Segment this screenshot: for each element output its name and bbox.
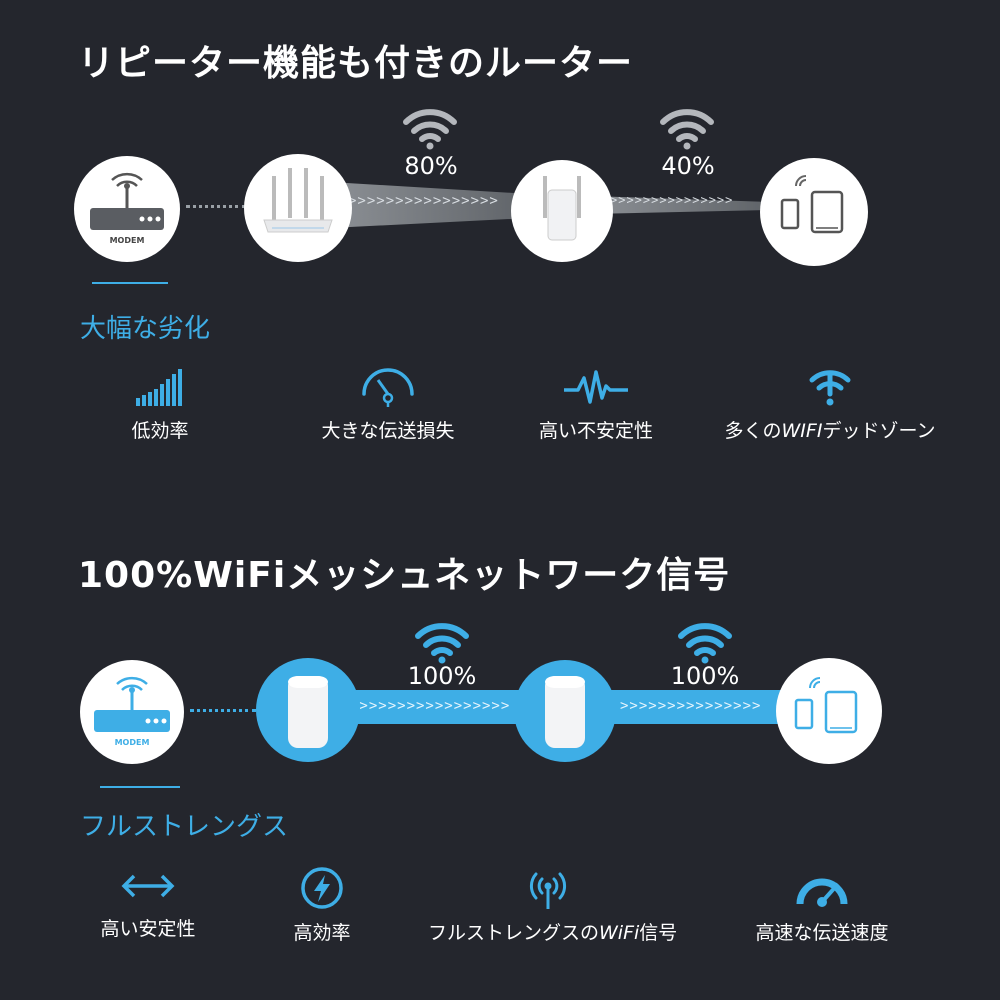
devices-circle (776, 658, 882, 764)
feature-label: 大きな伝送損失 (321, 420, 455, 442)
feature-fast-transmission: 高速な伝送速度 (702, 866, 942, 945)
devices-icon (794, 677, 858, 734)
section1-subhead: 大幅な劣化 (80, 314, 211, 344)
mesh-node-icon (288, 676, 328, 748)
feature-wifi-dead-zones: 多くのWIFIデッドゾーン (710, 368, 950, 443)
router-circle (244, 154, 352, 262)
label-part: 多くの (724, 420, 782, 442)
wifi-icon (415, 623, 469, 664)
repeater-icon (543, 176, 581, 241)
chevron-arrows: >>>>>>>>>>>>>>>>> (350, 698, 511, 714)
dotted-connector (186, 205, 246, 208)
gray-signal-band (330, 182, 770, 228)
mesh-node-icon (545, 676, 585, 748)
chevron-arrows: >>>>>>>>>>>>>>> (610, 193, 734, 207)
signal-bars-icon (136, 369, 182, 406)
feature-label: 高速な伝送速度 (755, 922, 889, 944)
modem-label: MODEM (114, 738, 150, 747)
feature-low-efficiency: 低効率 (40, 368, 280, 443)
signal-percent-2: 100% (670, 662, 740, 690)
label-part: 信号 (639, 922, 678, 944)
section1-title: リピーター機能も付きのルーター (78, 43, 634, 84)
mesh-node-circle (514, 660, 616, 762)
subhead-underline (92, 282, 168, 284)
modem-circle: MODEM (74, 156, 180, 262)
label-part: WiFi (599, 922, 640, 944)
double-arrow-icon (121, 874, 175, 898)
label-part: フルストレングスの (428, 922, 600, 944)
feature-label: 低効率 (131, 420, 189, 442)
modem-circle: MODEM (80, 660, 184, 764)
mesh-node-circle (256, 658, 360, 762)
modem-icon (94, 676, 170, 732)
devices-circle (760, 158, 868, 266)
repeater-circle (511, 160, 613, 262)
heartbeat-icon (564, 370, 628, 404)
signal-percent-1: 80% (404, 152, 458, 180)
signal-percent-2: 40% (661, 152, 715, 180)
feature-label: 多くのWIFIデッドゾーン (710, 416, 950, 443)
feature-high-stability: 高い安定性 (28, 866, 268, 941)
feature-transmission-loss: 大きな伝送損失 (268, 368, 508, 443)
lightning-icon (301, 867, 343, 909)
feature-label: 高い安定性 (100, 918, 196, 940)
modem-label: MODEM (109, 236, 145, 245)
gauge-icon (796, 875, 848, 907)
chevron-arrows: >>>>>>>>>>>>>>> (620, 698, 762, 714)
section2-subhead: フルストレングス (80, 812, 289, 842)
feature-label: フルストレングスのWiFi信号 (428, 918, 677, 945)
feature-full-wifi-signal: フルストレングスのWiFi信号 (428, 866, 677, 945)
antenna-icon (529, 872, 567, 909)
subhead-underline (100, 786, 180, 788)
dotted-connector (190, 709, 256, 712)
devices-icon (780, 175, 844, 234)
wifi-dead-icon (809, 370, 851, 406)
label-part: デッドゾーン (822, 420, 936, 442)
section2-title: 100%WiFiメッシュネットワーク信号 (78, 555, 731, 596)
label-part: WIFI (781, 420, 823, 442)
feature-label: 高効率 (293, 922, 351, 944)
router-icon (263, 168, 333, 233)
modem-icon (90, 172, 164, 230)
wifi-icon (660, 109, 714, 150)
feature-instability: 高い不安定性 (476, 368, 716, 443)
feature-high-efficiency: 高効率 (202, 866, 442, 945)
speedometer-icon (362, 368, 414, 407)
chevron-arrows: >>>>>>>>>>>>>>>> (348, 193, 499, 209)
signal-percent-1: 100% (407, 662, 477, 690)
wifi-icon (678, 623, 732, 664)
feature-label: 高い不安定性 (538, 420, 653, 442)
wifi-icon (403, 109, 457, 150)
